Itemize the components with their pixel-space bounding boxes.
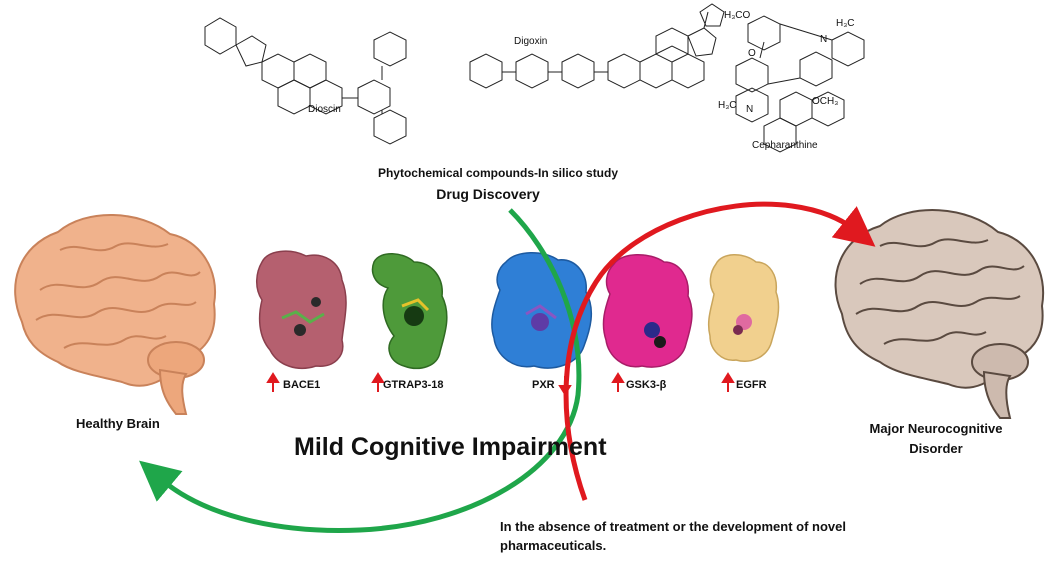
protein-gsk3b <box>602 254 693 368</box>
compounds-caption: Phytochemical compounds-In silico study <box>377 166 619 180</box>
dioscin-label: Dioscin <box>308 104 341 115</box>
protein-ligands <box>281 297 752 348</box>
drug-discovery-green-arc <box>139 208 582 533</box>
digoxin-structure <box>469 3 725 89</box>
progression-red-arc <box>563 201 876 501</box>
note-line2: pharmaceuticals. <box>500 538 607 553</box>
protein-pxr <box>491 252 593 369</box>
protein-label-pxr: PXR <box>532 379 555 391</box>
atom-n-top: N <box>820 34 828 45</box>
healthy-brain <box>14 214 217 415</box>
protein-label-gtrap3-18: GTRAP3-18 <box>383 379 444 391</box>
disorder-label-line1: Major Neurocognitive <box>869 421 1003 436</box>
atom-och3: OCH₃ <box>812 96 839 107</box>
atom-h3co: H₃CO <box>724 10 751 21</box>
healthy-brain-label: Healthy Brain <box>76 416 160 431</box>
cepharanthine-structure <box>735 15 865 153</box>
atom-o: O <box>748 48 756 59</box>
disorder-brain <box>834 209 1045 419</box>
note-line1: In the absence of treatment or the devel… <box>500 519 847 534</box>
atom-n-bottom: N <box>746 104 754 115</box>
drug-discovery-label: Drug Discovery <box>436 186 540 202</box>
protein-label-bace1: BACE1 <box>283 379 321 391</box>
protein-label-egfr: EGFR <box>736 379 767 391</box>
cepharanthine-label: Cepharanthine <box>752 140 818 151</box>
digoxin-label: Digoxin <box>514 36 548 47</box>
atom-h3c-bottom: H₃C <box>718 100 737 111</box>
trend-arrows <box>266 372 735 396</box>
protein-label-gsk3b: GSK3-β <box>626 379 667 391</box>
atom-h3c-top: H₃C <box>836 18 855 29</box>
disorder-label-line2: Disorder <box>909 441 963 456</box>
protein-bace1 <box>256 250 347 370</box>
mci-title: Mild Cognitive Impairment <box>294 433 607 461</box>
dioscin-structure <box>204 17 407 145</box>
protein-egfr <box>707 254 780 362</box>
